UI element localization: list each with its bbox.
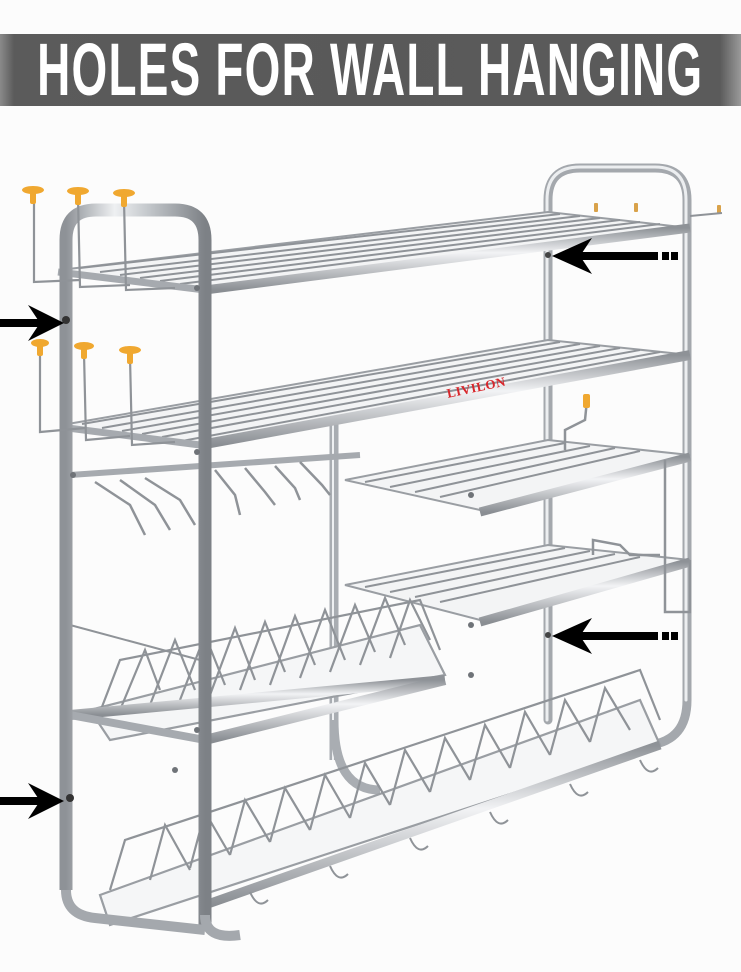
glass-holder <box>69 452 361 536</box>
arrow-top-right <box>550 236 680 276</box>
wall-hole-upper-left <box>62 316 70 324</box>
second-shelf <box>59 338 691 450</box>
arrow-right-icon <box>0 305 64 341</box>
left-plate-rack <box>69 595 447 745</box>
arrow-right-icon <box>0 783 64 819</box>
wall-hole-lower-left <box>66 794 74 802</box>
arrow-bottom-right <box>550 616 680 656</box>
bottom-plate-rack <box>98 668 662 927</box>
wall-hole-upper-right <box>545 252 551 258</box>
arrow-bottom-left <box>0 781 70 821</box>
top-shelf <box>57 210 691 295</box>
top-left-hooks <box>32 197 176 292</box>
arrow-left-dashed-icon <box>552 618 678 654</box>
kitchen-rack-illustration <box>22 163 723 941</box>
middle-left-hooks <box>38 350 176 447</box>
arrow-top-left <box>0 303 70 343</box>
title-banner: HOLES FOR WALL HANGING <box>0 34 741 106</box>
right-upper-shelf <box>344 394 692 517</box>
product-photo: LIVILON <box>0 106 741 972</box>
right-lower-shelf <box>344 460 692 627</box>
arrow-left-dashed-icon <box>552 238 678 274</box>
wall-hole-lower-right <box>545 632 551 638</box>
banner-title: HOLES FOR WALL HANGING <box>37 34 704 106</box>
left-frame <box>59 203 241 941</box>
